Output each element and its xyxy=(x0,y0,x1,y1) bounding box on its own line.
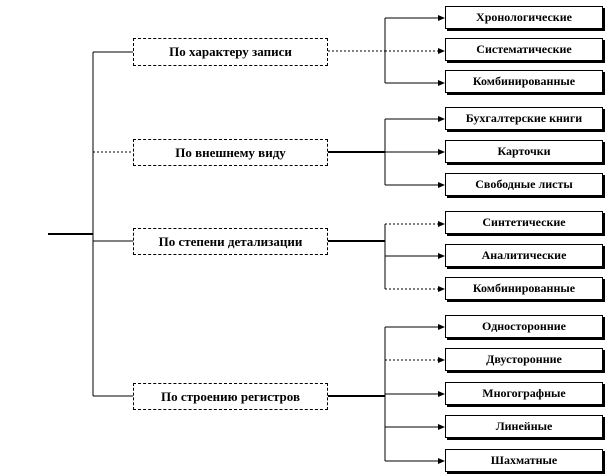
leaf-box-4-4: Линейные xyxy=(445,415,603,438)
leaf-box-4-5: Шахматные xyxy=(445,449,603,472)
leaf-box-2-1: Бухгалтерские книги xyxy=(445,107,603,130)
leaf-box-2-3: Свободные листы xyxy=(445,173,603,196)
leaf-box-1-3: Комбинированные xyxy=(445,70,603,93)
leaf-box-3-3: Комбинированные xyxy=(445,277,603,300)
leaf-box-3-1: Синтетические xyxy=(445,211,603,234)
leaf-box-4-2: Двусторонние xyxy=(445,348,603,371)
category-box-1: По характеру записи xyxy=(133,38,328,66)
category-box-2: По внешнему виду xyxy=(133,139,328,166)
leaf-box-1-2: Систематические xyxy=(445,38,603,61)
leaf-box-4-3: Многографные xyxy=(445,382,603,405)
category-box-3: По степени детализации xyxy=(133,228,328,255)
category-box-4: По строению регистров xyxy=(133,383,328,410)
leaf-box-1-1: Хронологические xyxy=(445,6,603,29)
leaf-box-2-2: Карточки xyxy=(445,140,603,163)
leaf-box-4-1: Односторонние xyxy=(445,315,603,338)
leaf-box-3-2: Аналитические xyxy=(445,244,603,267)
